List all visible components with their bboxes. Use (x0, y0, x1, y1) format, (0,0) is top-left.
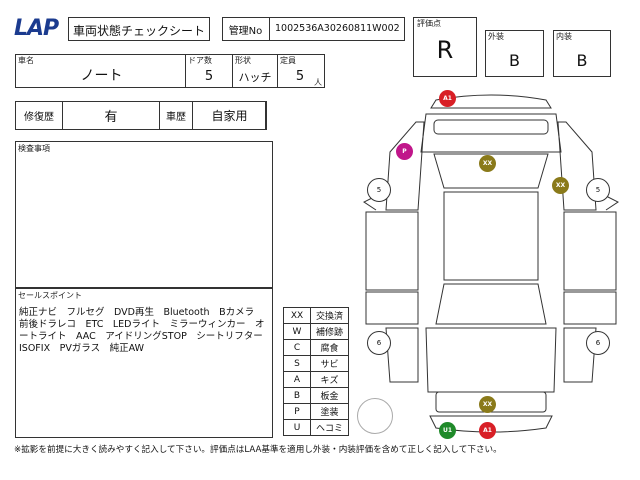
exterior-box: 外装 B (485, 30, 544, 77)
vehicle-name-box: 車名 ノート (15, 54, 186, 88)
legend-meaning: 補修跡 (311, 323, 349, 340)
legend-code: XX (283, 307, 311, 324)
legend-meaning: サビ (311, 355, 349, 372)
capacity-value: 5 (295, 69, 305, 84)
legend-code: W (283, 323, 311, 340)
exterior-value: B (509, 51, 520, 70)
history-box: 修復歴 有 車歴 自家用 (15, 101, 267, 130)
legend-meaning: 塗装 (311, 403, 349, 420)
logo: LAP (14, 16, 59, 41)
sheet-title: 車両状態チェックシート (73, 24, 206, 38)
score-box: 評価点 R (413, 17, 477, 77)
mgmt-label: 管理No (222, 17, 270, 41)
usage-label: 車歴 (159, 101, 193, 130)
shape-label: 形状 (235, 56, 251, 65)
mgmt-box: 管理No 1002536A30260811W002 (222, 17, 405, 41)
tire-rear-right: 6 (586, 331, 610, 355)
footer-note: ※拡影を前提に大きく読みやすく記入して下さい。評価点はLAA基準を適用し外装・内… (14, 445, 502, 455)
legend-meaning: ヘコミ (311, 419, 349, 436)
doors-box: ドア数 5 (185, 54, 233, 88)
score-value: R (436, 36, 454, 64)
spare-tire-icon (357, 398, 393, 434)
capacity-unit: 人 (314, 78, 322, 87)
selling-text: 純正ナビ フルセグ DVD再生 Bluetooth Bカメラ 前後ドラレコ ET… (19, 307, 273, 354)
shape-value: ハッチ (238, 71, 272, 84)
legend-meaning: キズ (311, 371, 349, 388)
score-label: 評価点 (417, 19, 441, 28)
legend-meaning: 交換済 (311, 307, 349, 324)
interior-label: 内装 (556, 32, 572, 41)
legend-code: S (283, 355, 311, 372)
legend-meaning: 腐食 (311, 339, 349, 356)
inspection-box: 検査事項 (15, 141, 273, 288)
vehicle-name: ノート (80, 68, 123, 84)
marker-fender-right: XX (552, 177, 569, 194)
marker-rear-left: U1 (439, 422, 456, 439)
doors-label: ドア数 (188, 56, 212, 65)
car-diagram (363, 94, 619, 433)
doors-value: 5 (204, 69, 214, 84)
tire-front-left: 5 (367, 178, 391, 202)
shape-box: 形状 ハッチ (232, 54, 278, 88)
legend-code: A (283, 371, 311, 388)
interior-value: B (576, 51, 588, 70)
marker-front-bumper: A1 (439, 90, 456, 107)
mgmt-no: 1002536A30260811W002 (275, 23, 400, 34)
capacity-label: 定員 (280, 56, 296, 65)
selling-label: セールスポイント (18, 291, 82, 300)
marker-trunk: XX (479, 396, 496, 413)
exterior-label: 外装 (488, 32, 504, 41)
repair-value: 有 (62, 101, 160, 130)
title-box: 車両状態チェックシート (68, 17, 210, 41)
selling-box: セールスポイント 純正ナビ フルセグ DVD再生 Bluetooth Bカメラ … (15, 288, 273, 438)
marker-rear-right: A1 (479, 422, 496, 439)
vehicle-name-label: 車名 (18, 56, 34, 65)
legend-code: B (283, 387, 311, 404)
usage-value: 自家用 (192, 101, 267, 130)
legend-code: C (283, 339, 311, 356)
capacity-box: 定員 5 人 (277, 54, 325, 88)
legend-code: P (283, 403, 311, 420)
repair-label: 修復歴 (15, 101, 63, 130)
legend-code: U (283, 419, 311, 436)
tire-front-right: 5 (586, 178, 610, 202)
legend-meaning: 板金 (311, 387, 349, 404)
marker-fender-left: P (396, 143, 413, 160)
inspection-label: 検査事項 (18, 144, 50, 153)
marker-hood: XX (479, 155, 496, 172)
interior-box: 内装 B (553, 30, 611, 77)
tire-rear-left: 6 (367, 331, 391, 355)
